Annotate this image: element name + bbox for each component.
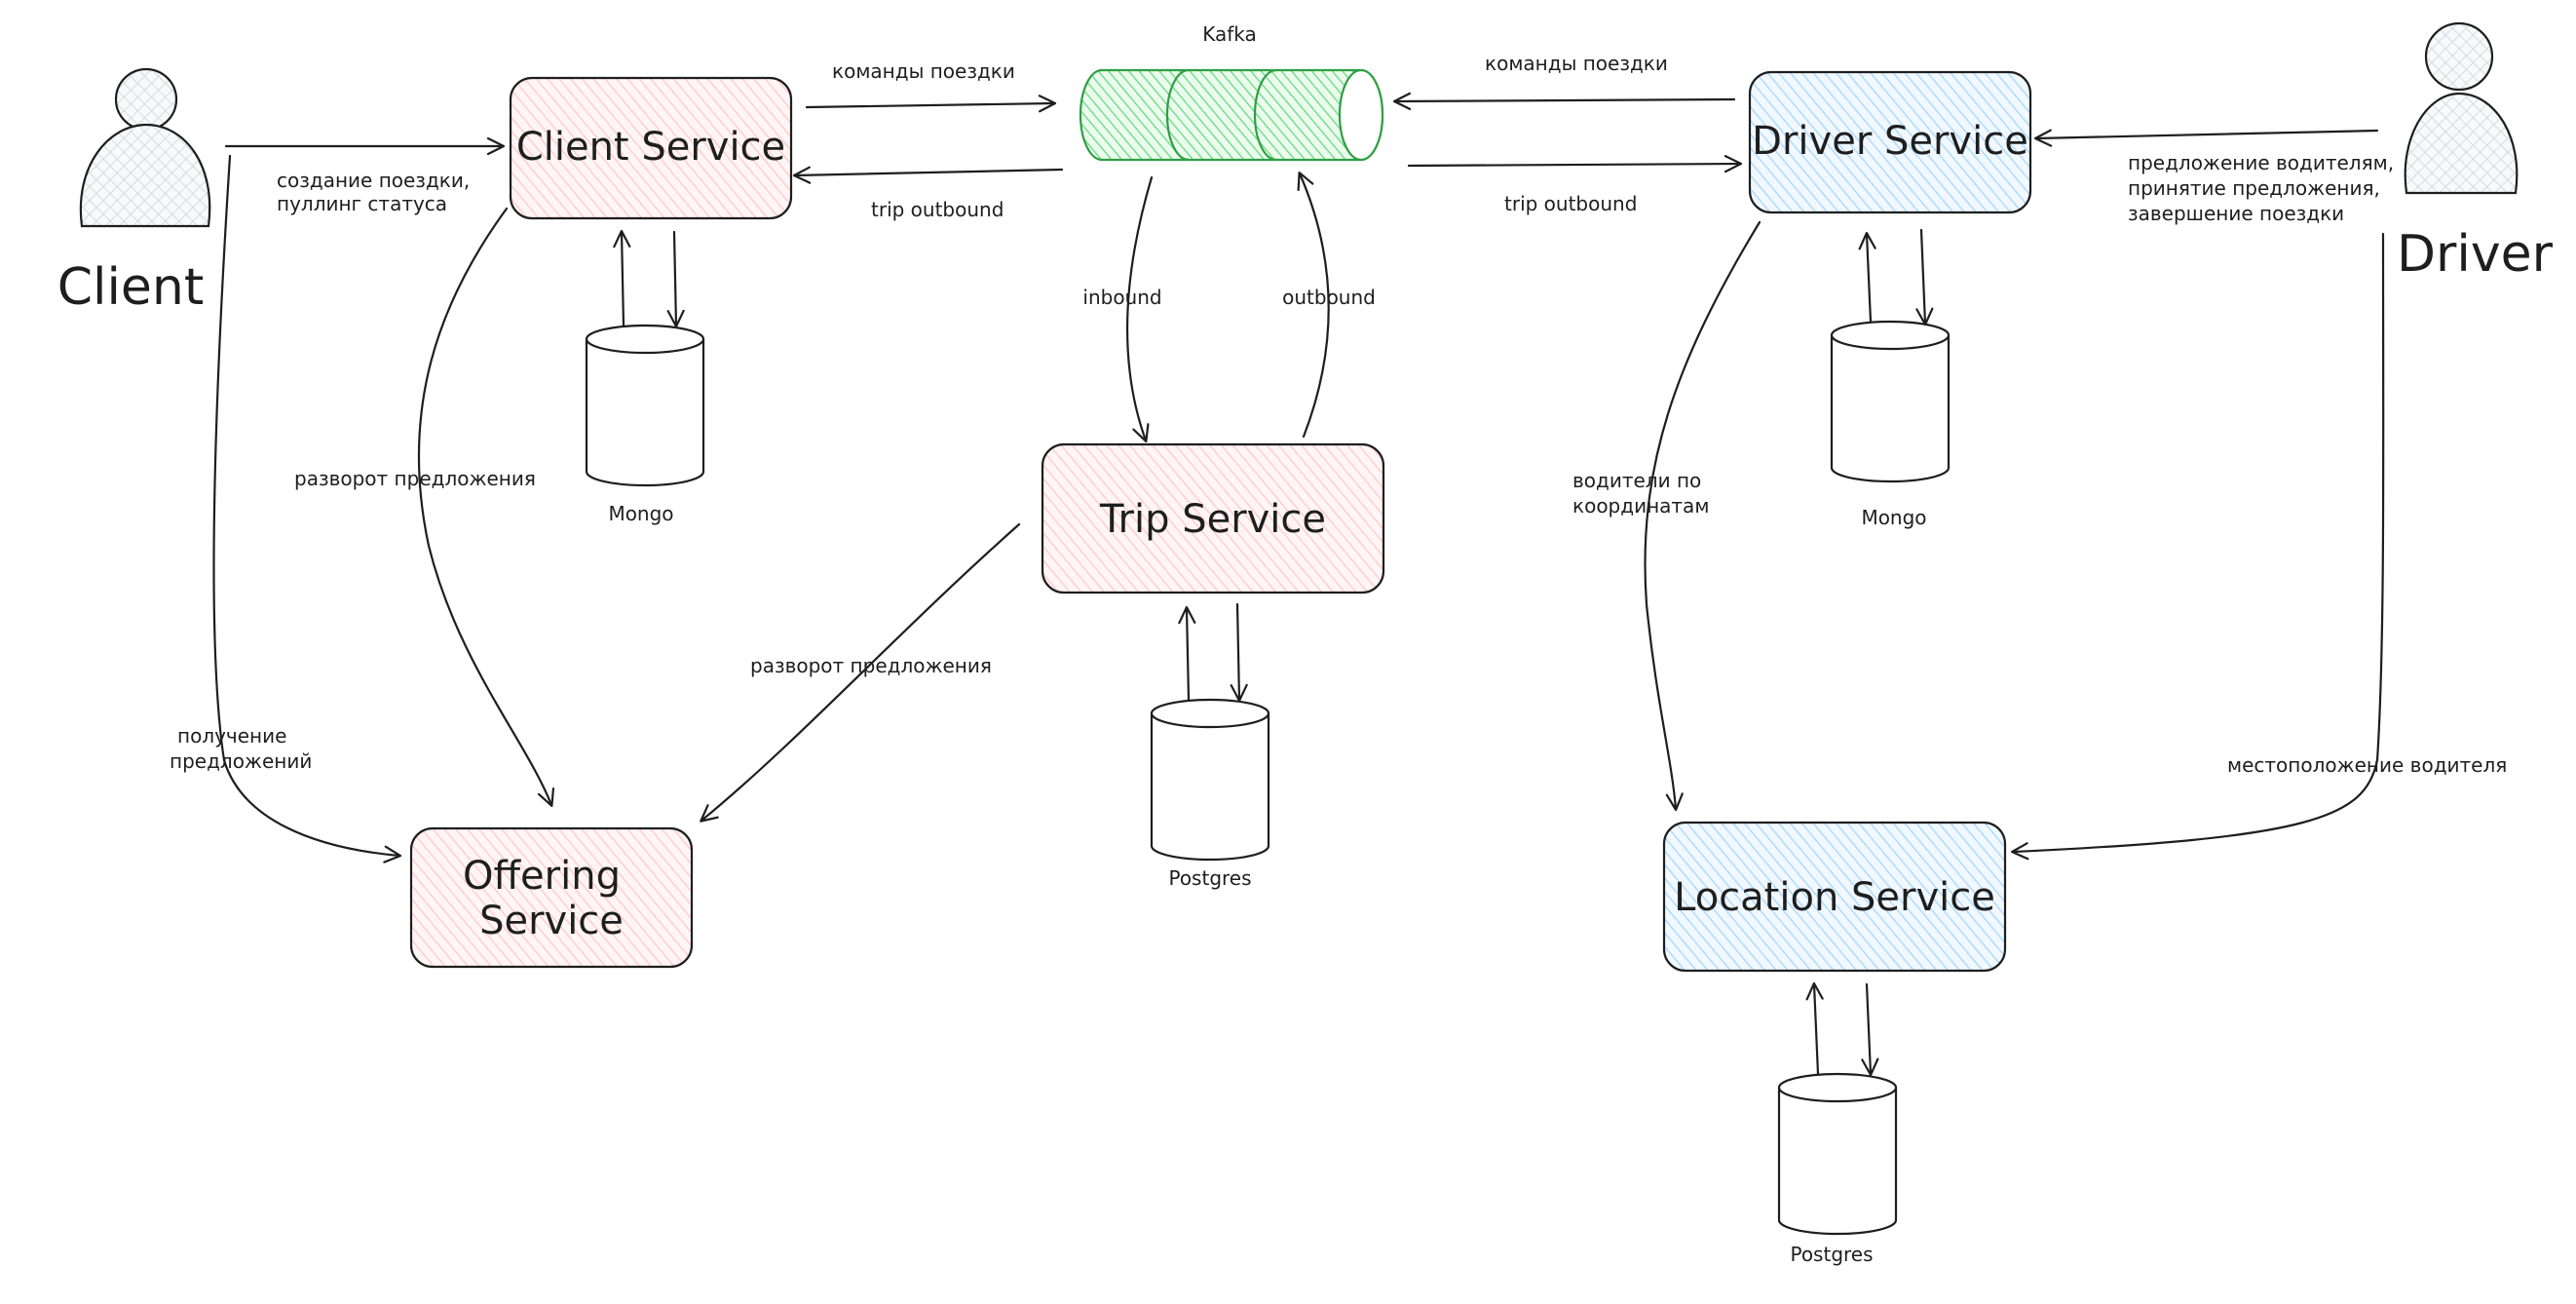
label-client-create-trip-line2: пуллинг статуса [277,192,447,215]
driver-actor: Driver [2397,21,2554,284]
client-mongo-db: Mongo [585,324,705,525]
arrow-driver-service-to-kafka [1392,92,1736,111]
arrow-client-to-offering [212,154,402,863]
label-driver-outbound: trip outbound [1504,192,1637,215]
label-drivers-by-coords-line1: водители по [1572,469,1701,492]
trip-service-label: Trip Service [1099,497,1326,542]
label-outbound: outbound [1282,286,1376,309]
trip-service-box: Trip Service [1041,442,1385,594]
arrow-trip-db-down [1230,602,1248,703]
arrow-driver-service-to-location [1644,220,1762,812]
arrow-trip-db-up [1178,605,1196,702]
client-service-label: Client Service [516,125,785,170]
label-client-commands: команды поездки [832,59,1015,83]
label-driver-commands: команды поездки [1485,52,1668,75]
database-icon [1777,1088,1898,1236]
client-actor-label: Client [57,258,205,317]
label-drivers-by-coords-line2: координатам [1572,494,1709,518]
arrow-client-service-to-db [613,229,631,327]
arrow-kafka-to-client-service [792,166,1064,184]
driver-actor-label: Driver [2397,225,2554,284]
driver-service-box: Driver Service [1748,70,2032,214]
arrow-kafka-to-driver-service [1407,154,1743,173]
label-driver-actions-line1: предложение водителям, [2128,151,2394,174]
driver-actor-body-icon [2404,92,2519,195]
client-actor-head-icon [114,67,178,132]
kafka-queue: Kafka [1079,22,1384,162]
arrow-db-from-client-service [666,230,685,328]
database-icon [1150,713,1270,862]
arrow-driver-to-driver-service [2033,129,2379,147]
client-db-label: Mongo [608,502,673,525]
kafka-label: Kafka [1202,22,1257,46]
location-service-box: Location Service [1662,821,2007,973]
arrow-driver-to-location [2010,232,2385,861]
arrow-kafka-inbound-to-trip [1126,175,1154,443]
label-client-reverse-offer: разворот предложения [294,467,536,490]
label-inbound: inbound [1082,286,1161,309]
offering-service-label-line2: Service [479,899,624,943]
trip-db-label: Postgres [1168,866,1251,890]
trip-postgres-db: Postgres [1150,698,1270,890]
label-get-offers-line1: получение [177,724,286,748]
arrow-location-db-up [1805,981,1824,1076]
kafka-segment-divider-1 [1165,68,1190,162]
label-client-outbound: trip outbound [871,198,1004,221]
label-driver-actions-line2: принятие предложения, [2128,176,2380,200]
arrow-client-service-to-offering [417,207,555,808]
driver-db-label: Mongo [1861,506,1926,529]
database-icon [1830,335,1951,483]
label-trip-reverse-offer: разворот предложения [750,654,992,677]
arrow-db-from-driver-service [1915,228,1934,326]
driver-service-label: Driver Service [1752,119,2028,164]
offering-service-label-line1: Offering [463,854,621,899]
arrow-driver-service-to-db [1858,231,1876,324]
client-service-box: Client Service [509,76,793,220]
label-driver-actions-line3: завершение поездки [2128,202,2344,225]
label-driver-location: местоположение водителя [2227,753,2507,777]
arrow-client-service-to-kafka [805,95,1057,113]
location-db-label: Postgres [1790,1243,1873,1266]
label-get-offers-line2: предложений [170,749,312,773]
driver-mongo-db: Mongo [1830,320,1951,529]
location-service-label: Location Service [1674,875,1995,920]
driver-actor-head-icon [2424,21,2494,92]
client-actor: Client [57,67,211,317]
kafka-segment-divider-2 [1253,68,1277,162]
database-icon [585,339,705,487]
kafka-cylinder-body [1079,68,1384,162]
arrow-trip-to-offering [700,522,1021,823]
label-client-create-trip-line1: создание поездки, [277,169,470,192]
offering-service-box: Offering Service [409,826,694,969]
arrow-trip-outbound-to-kafka [1297,171,1330,439]
kafka-cylinder-end [1338,68,1384,162]
arrow-location-db-down [1861,982,1879,1077]
client-actor-body-icon [79,123,211,228]
location-postgres-db: Postgres [1777,1072,1898,1266]
